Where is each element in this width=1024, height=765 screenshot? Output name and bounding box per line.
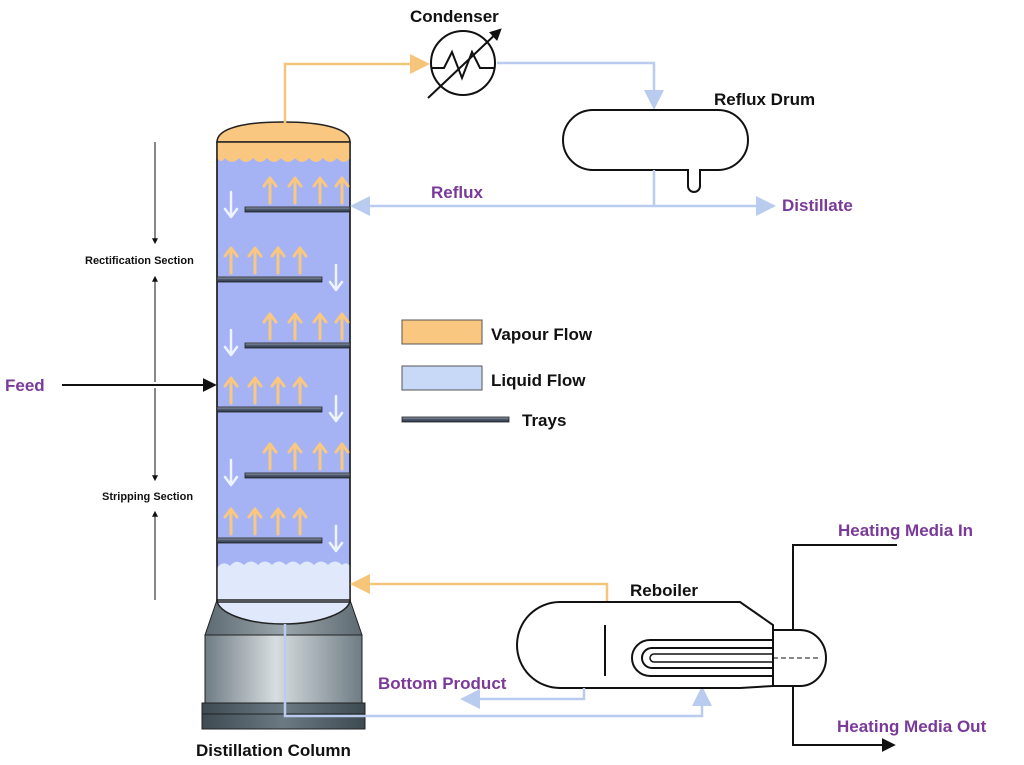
legend-vapour-label: Vapour Flow [491,325,593,344]
bottoms-line [283,624,712,718]
reflux-drum [562,109,749,193]
overhead-vapour-line [283,54,430,124]
reflux-drum-label: Reflux Drum [714,90,815,109]
legend-liquid-swatch [401,365,483,391]
heating-media-out-label: Heating Media Out [837,717,987,736]
tray-4 [216,406,323,413]
legend-tray-swatch [401,416,510,423]
bottom-product-line [460,688,586,709]
tray-3 [244,342,351,349]
condenser-label: Condenser [410,7,499,26]
legend-liquid-label: Liquid Flow [491,371,586,390]
reflux-label: Reflux [431,183,484,202]
legend-tray-label: Trays [522,411,566,430]
distillation-column [216,121,351,625]
reboiler-vapour-return [350,574,609,602]
reboiler [516,601,827,689]
condenser [427,28,502,99]
legend: Vapour Flow Liquid Flow Trays [401,319,593,430]
distillation-column-label: Distillation Column [196,741,351,760]
reboiler-label: Reboiler [630,581,698,600]
tray-2 [216,276,323,283]
heating-media-lines [792,544,897,752]
tray-1 [244,206,351,213]
rectification-section-label: Rectification Section [85,255,194,267]
bottom-product-label: Bottom Product [378,674,507,693]
vapour-arrows [223,176,350,536]
heating-media-in-label: Heating Media In [838,521,973,540]
liquid-arrows [223,190,344,553]
stripping-section-label: Stripping Section [102,491,193,503]
legend-vapour-swatch [401,319,483,345]
tray-5 [244,472,351,479]
tray-6 [216,537,323,544]
trays [216,206,351,544]
feed-label: Feed [5,376,45,395]
distillate-label: Distillate [782,196,853,215]
reflux-line [350,170,776,216]
condensate-line [497,61,664,110]
